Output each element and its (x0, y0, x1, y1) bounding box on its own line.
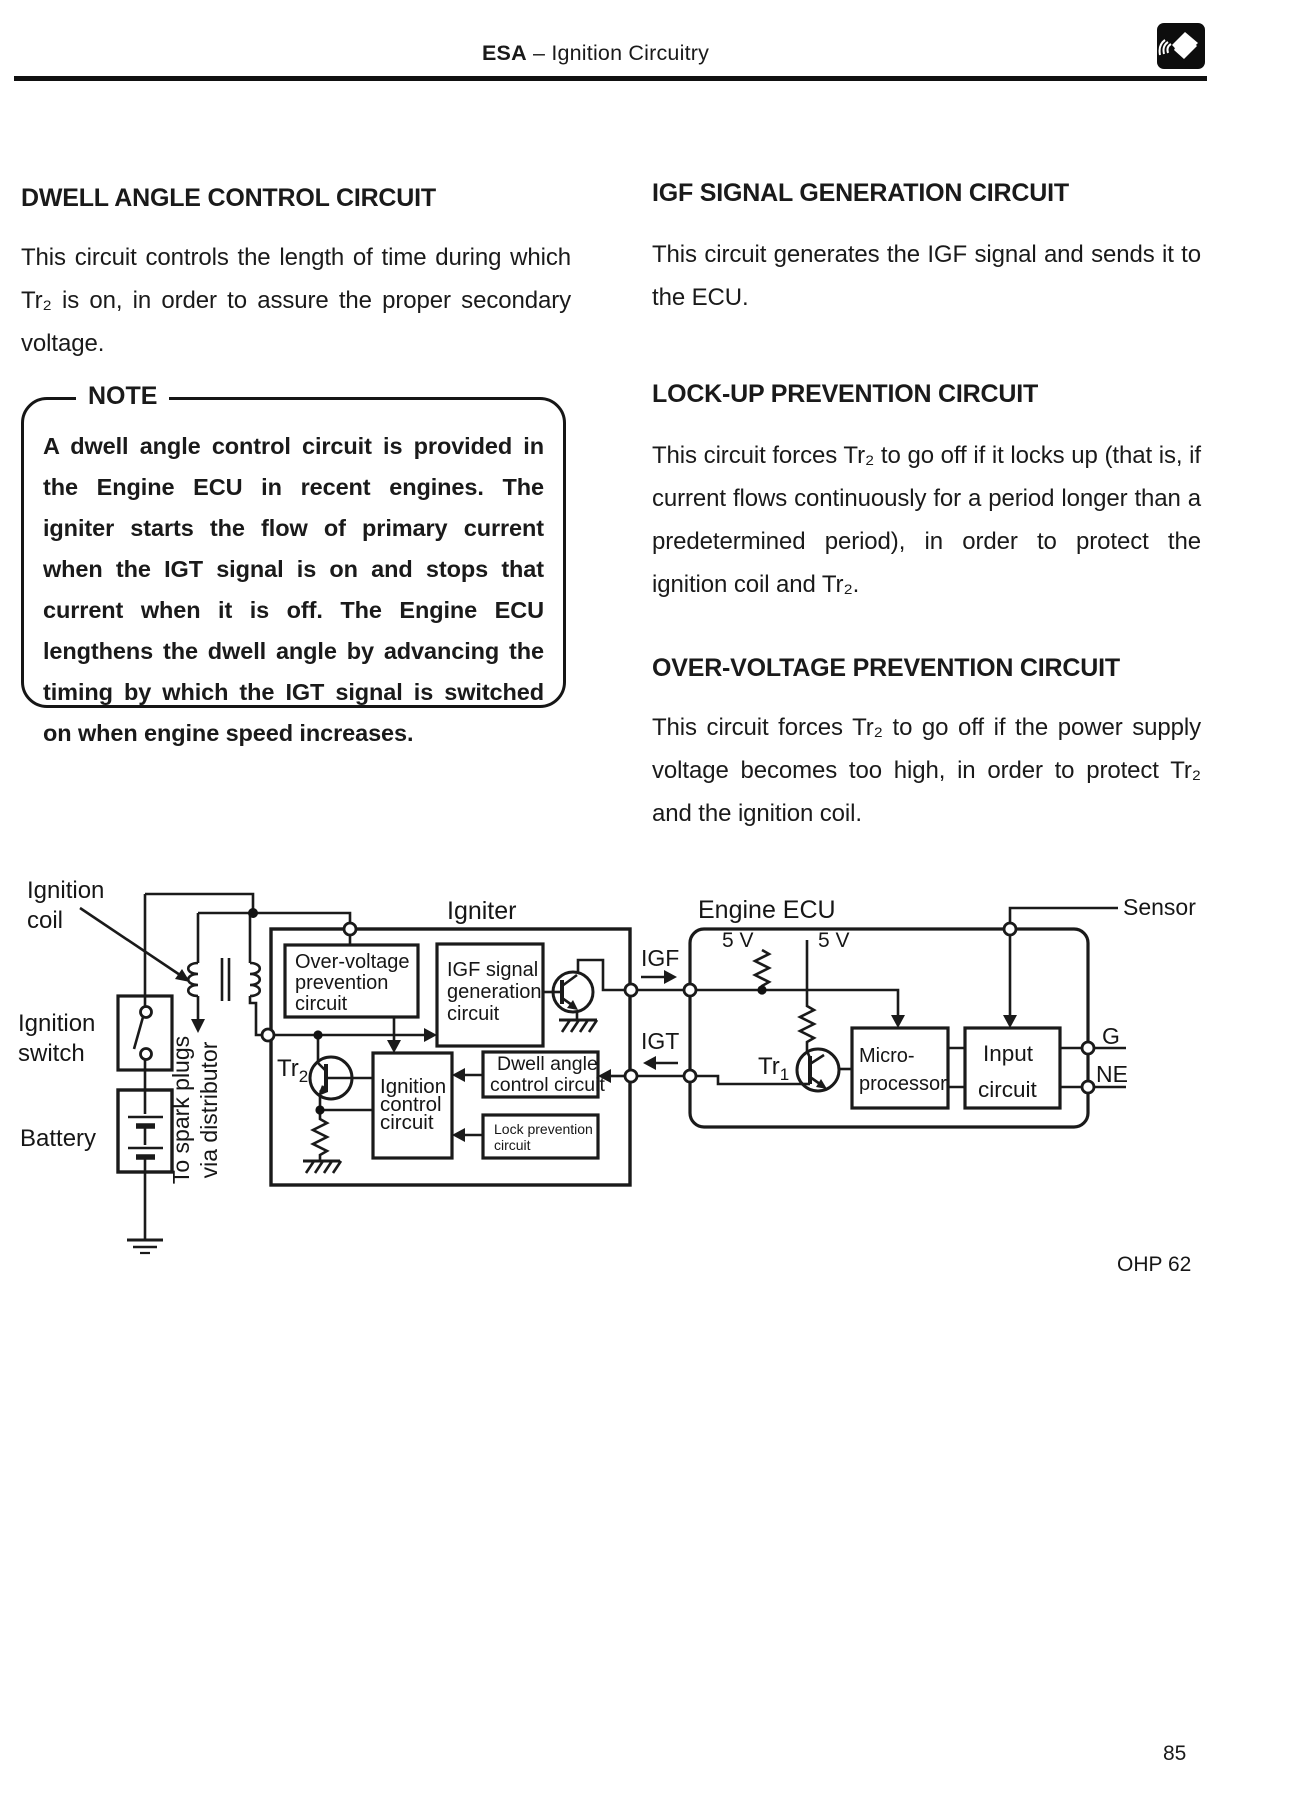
header-rule (14, 76, 1207, 81)
lock-prevention-box (481, 1113, 600, 1160)
label-engine-ecu: Engine ECU (698, 896, 836, 924)
label-5v-left: 5 V (722, 929, 754, 952)
label-lock-line1: Lock prevention (494, 1121, 593, 1137)
ignition-switch-box (116, 994, 174, 1072)
label-ignition-control-line3: circuit (380, 1111, 434, 1134)
label-ignition-control-line2: control (380, 1093, 442, 1116)
ignition-circuit-diagram: Ignition coil Ignition switch Battery To… (18, 877, 1196, 1276)
label-input-line1: Input (983, 1041, 1034, 1066)
igf-generation-box (435, 942, 545, 1048)
transistor-tr2 (308, 1055, 373, 1101)
header-section-code: ESA (482, 41, 527, 65)
note-body: A dwell angle control circuit is provide… (43, 433, 544, 746)
label-battery: Battery (20, 1125, 96, 1152)
heading-dwell-angle: DWELL ANGLE CONTROL CIRCUIT (21, 184, 436, 212)
paragraph-igf-signal: This circuit generates the IGF signal an… (652, 241, 1201, 311)
label-dwell-line2: control circuit (490, 1074, 605, 1096)
label-igniter: Igniter (447, 897, 516, 925)
diagram-boxes (116, 927, 1090, 1187)
label-igt: IGT (641, 1028, 679, 1054)
terminal-circles (139, 921, 1096, 1095)
arrowheads (175, 969, 1017, 1142)
heading-over-voltage: OVER-VOLTAGE PREVENTION CIRCUIT (652, 654, 1120, 682)
label-over-voltage-line3: circuit (295, 993, 348, 1015)
label-micro-line1: Micro- (859, 1045, 915, 1067)
label-igf-gen-line2: generation (447, 981, 542, 1003)
label-over-voltage-line2: prevention (295, 972, 388, 994)
header-section-name: – Ignition Circuitry (526, 41, 710, 65)
label-tr1: Tr1 (758, 1053, 789, 1084)
label-g-terminal: G (1102, 1023, 1120, 1049)
over-voltage-box (283, 943, 420, 1019)
note-box: NOTE A dwell angle control circuit is pr… (21, 382, 566, 746)
battery-box (116, 1088, 174, 1174)
label-ohp-number: OHP 62 (1117, 1253, 1191, 1276)
heading-igf-signal: IGF SIGNAL GENERATION CIRCUIT (652, 179, 1069, 207)
microprocessor-box (850, 1026, 950, 1110)
input-circuit-box (963, 1026, 1062, 1110)
label-ignition-coil-line1: Ignition (27, 877, 104, 904)
label-ignition-coil-line2: coil (27, 907, 63, 934)
note-label: NOTE (76, 382, 170, 411)
label-input-line2: circuit (978, 1077, 1038, 1102)
label-ignition-switch-line1: Ignition (18, 1010, 95, 1037)
junction-dots (248, 908, 767, 1115)
label-ne-terminal: NE (1096, 1061, 1128, 1087)
label-micro-line2: processor (859, 1073, 947, 1095)
dwell-angle-box (481, 1050, 600, 1099)
label-spark-plugs-line1: To spark plugs (168, 1036, 194, 1184)
label-sensor: Sensor (1123, 894, 1196, 920)
paragraph-over-voltage: This circuit forces Tr₂ to go off if the… (652, 714, 1201, 827)
label-igf: IGF (641, 945, 679, 971)
label-spark-plugs-line2: via distributor (196, 1041, 222, 1178)
label-dwell-line1: Dwell angle (497, 1053, 598, 1075)
engine-ecu-box (688, 927, 1090, 1129)
transistor-igf-output (551, 970, 595, 1014)
label-ignition-switch-line2: switch (18, 1040, 85, 1067)
transistor-tr1 (795, 1047, 841, 1093)
label-5v-right: 5 V (818, 929, 850, 952)
page-header-title: ESA – Ignition Circuitry (482, 41, 709, 66)
page-number: 85 (1163, 1742, 1187, 1765)
label-igf-gen-line1: IGF signal (447, 959, 538, 981)
label-ignition-control-line1: Ignition (380, 1075, 446, 1098)
label-lock-line2: circuit (494, 1137, 531, 1153)
ignition-control-box (371, 1051, 454, 1160)
paragraph-dwell-angle: This circuit controls the length of time… (21, 244, 571, 357)
book-logo-icon (1157, 23, 1205, 69)
label-tr2: Tr2 (277, 1055, 308, 1086)
igniter-box (269, 927, 632, 1187)
heading-lock-up: LOCK-UP PREVENTION CIRCUIT (652, 380, 1039, 408)
paragraph-lock-up: This circuit forces Tr₂ to go off if it … (652, 442, 1201, 598)
label-igf-gen-line3: circuit (447, 1003, 500, 1025)
label-over-voltage-line1: Over-voltage (295, 951, 410, 973)
